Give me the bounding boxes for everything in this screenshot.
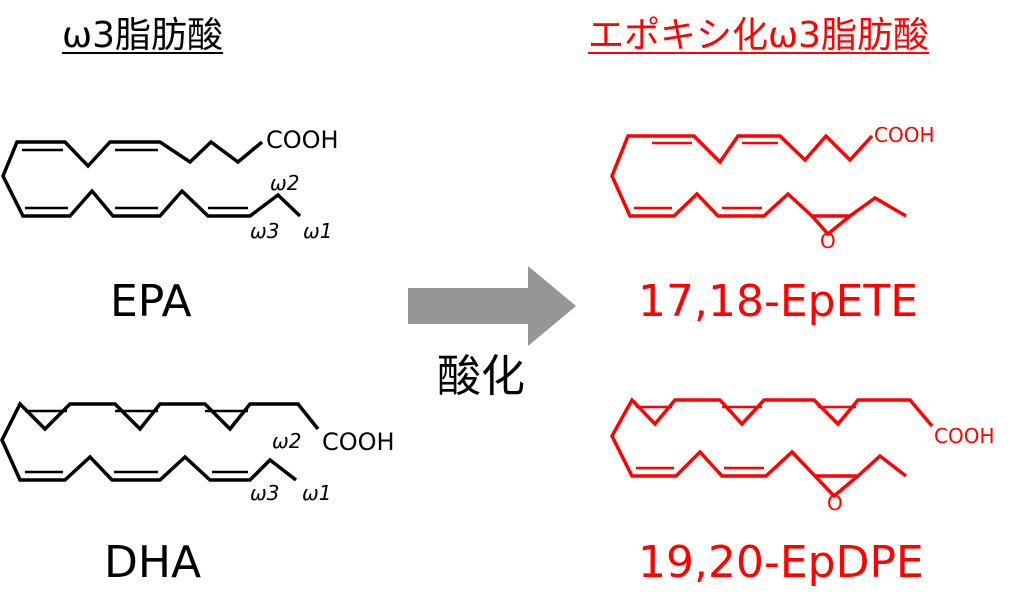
dha-cooh-label: COOH: [322, 428, 395, 456]
oxidation-label: 酸化: [437, 351, 525, 402]
epa-chain: [1, 139, 302, 218]
dha-cis-bonds: [25, 409, 248, 474]
epa-omega3-label: ω3: [250, 219, 279, 243]
epdpe-epoxide-ring: [813, 474, 860, 499]
epete-structure: [610, 133, 907, 237]
epdpe-cooh-label: COOH: [934, 424, 995, 448]
epoxidized-omega3-heading: エポキシ化ω3脂肪酸: [588, 15, 930, 56]
epa-cooh-label: COOH: [266, 126, 339, 154]
epdpe-cis-bonds: [636, 405, 856, 470]
dha-omega3-label: ω3: [250, 481, 279, 505]
epa-labels: COOH ω2 ω3 ω1: [250, 126, 339, 243]
epete-name: 17,18-EpETE: [638, 276, 919, 327]
epa-name: EPA: [110, 276, 192, 327]
epete-epoxide-label: O: [820, 229, 836, 253]
epete-cis-bonds: [634, 141, 778, 210]
dha-name: DHA: [104, 537, 202, 588]
dha-omega2-label: ω2: [272, 429, 301, 453]
dha-omega1-label: ω1: [302, 481, 331, 505]
epdpe-epoxide-label: O: [827, 491, 843, 515]
epdpe-chain: [610, 397, 934, 478]
epdpe-name: 19,20-EpDPE: [638, 537, 924, 588]
epdpe-structure: [610, 397, 934, 499]
dha-structure: [0, 401, 320, 482]
epete-epoxide-ring: [810, 214, 852, 237]
epete-chain: [610, 133, 907, 218]
dha-labels: COOH ω2 ω3 ω1: [250, 428, 395, 505]
omega3-heading: ω3脂肪酸: [62, 15, 224, 56]
dha-chain: [0, 401, 320, 482]
epa-omega2-label: ω2: [270, 171, 299, 195]
epa-omega1-label: ω1: [303, 219, 332, 243]
epete-labels: COOH O: [820, 123, 935, 253]
oxidation-arrow: [408, 266, 576, 346]
epa-cis-bonds: [22, 148, 248, 210]
epa-structure: [1, 139, 302, 218]
epdpe-labels: COOH O: [827, 424, 995, 515]
epete-cooh-label: COOH: [874, 123, 935, 147]
